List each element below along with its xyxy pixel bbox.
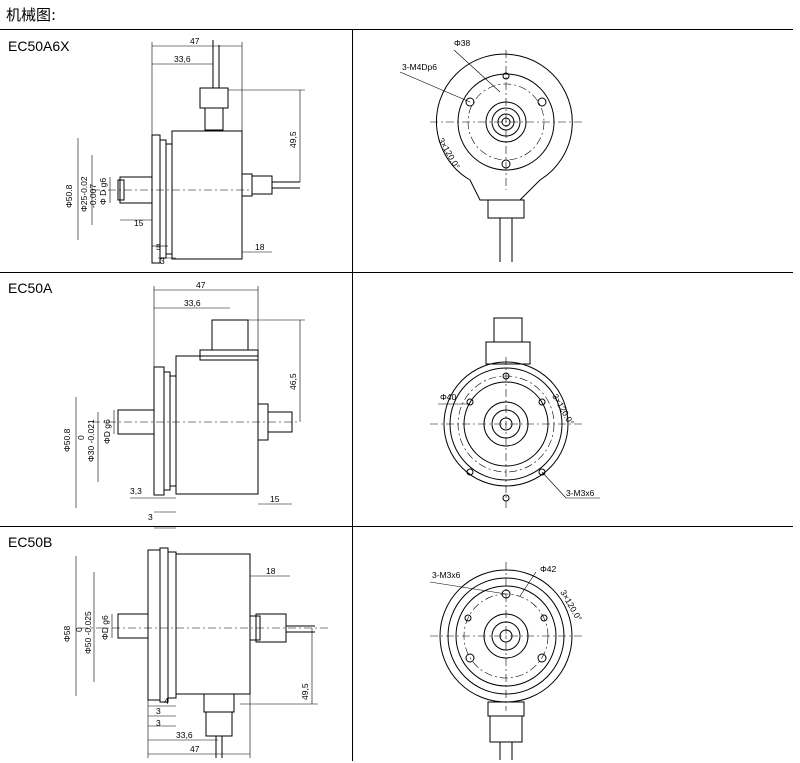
dim-text: 3,3 [130,486,142,496]
column-divider [352,526,353,761]
column-divider [352,272,353,526]
dim-text: -0.007 [88,184,98,208]
dim-text: 5 [156,242,161,252]
dim-text: 47 [196,280,206,290]
dim-text: Φ D g6 [98,178,108,205]
dim-text: 49,5 [300,683,310,700]
ec50a6x-drawings: 47 33,6 49,5 18 15 3 5 Φ50.8 Φ25-0.02 -0… [64,36,582,266]
dim-text: 33,6 [174,54,191,64]
dim-text: Φ30 -0.021 [86,419,96,462]
dim-text: 3 [156,706,161,716]
dim-text: 33,6 [176,730,193,740]
dim-text: 3×120.0° [550,392,576,427]
dim-text: ΦD g6 [102,419,112,444]
dim-text: 47 [190,36,200,46]
dim-text: 3 [160,256,165,266]
column-divider [352,30,353,272]
dim-text: Φ40 [440,392,457,402]
model-label: EC50A6X [8,38,70,54]
dim-text: 0 [76,435,86,440]
ec50b-drawings: 18 49,5 33,6 47 4 3 3 Φ58 0 Φ50 -0.025 Φ… [62,547,584,760]
drawing-grid: EC50A6X [0,29,793,761]
front-view: Φ40 3×120.0° 3-M3x6 [430,317,600,508]
dim-text: 3×120.0° [558,588,584,623]
dim-text: 18 [266,566,276,576]
dim-text: 3 [148,512,153,522]
side-view: 47 33,6 49,5 18 15 3 5 Φ50.8 Φ25-0.02 -0… [64,36,305,266]
page-heading: 机械图: [6,6,57,24]
dim-text: 4 [164,696,169,706]
row-ec50a6x: EC50A6X [0,30,793,273]
dim-text: 49,5 [288,131,298,148]
front-view: Φ38 3-M4Dp6 3×120.0° [399,38,582,262]
dim-text: Φ50.8 [62,428,72,452]
dim-text: Φ50 -0.025 [83,611,93,654]
dim-text: Φ42 [540,564,557,574]
dim-text: 47 [190,744,200,754]
row-ec50a: EC50A [0,272,793,529]
dim-text: 0 [74,627,84,632]
dim-text: Φ50.8 [64,184,74,208]
dim-text: 18 [255,242,265,252]
model-label: EC50A [8,280,53,296]
dim-text: 3 [156,718,161,728]
dim-text: 46,5 [288,373,298,390]
ec50a-drawings: 47 33,6 46,5 15 3,3 3 Φ50.8 0 Φ30 -0.021… [62,280,600,529]
dim-text: Φ58 [62,625,72,642]
dim-text: Φ38 [454,38,471,48]
side-view: 18 49,5 33,6 47 4 3 3 Φ58 0 Φ50 -0.025 Φ… [62,547,330,758]
dim-text: 15 [270,494,280,504]
front-view: 3-M3x6 Φ42 3×120.0° [429,562,584,760]
row-ec50b: EC50B [0,526,793,761]
dim-text: 3-M4Dp6 [402,62,437,72]
dim-text: 15 [134,218,144,228]
dim-text: 3×120.0° [436,136,462,171]
model-label: EC50B [8,534,53,550]
side-view: 47 33,6 46,5 15 3,3 3 Φ50.8 0 Φ30 -0.021… [62,280,305,529]
dim-text: 33,6 [184,298,201,308]
dim-text: ΦD g6 [100,615,110,640]
dim-text: Φ25-0.02 [79,176,89,212]
dim-text: 3-M3x6 [432,570,461,580]
dim-text: 3-M3x6 [566,488,595,498]
